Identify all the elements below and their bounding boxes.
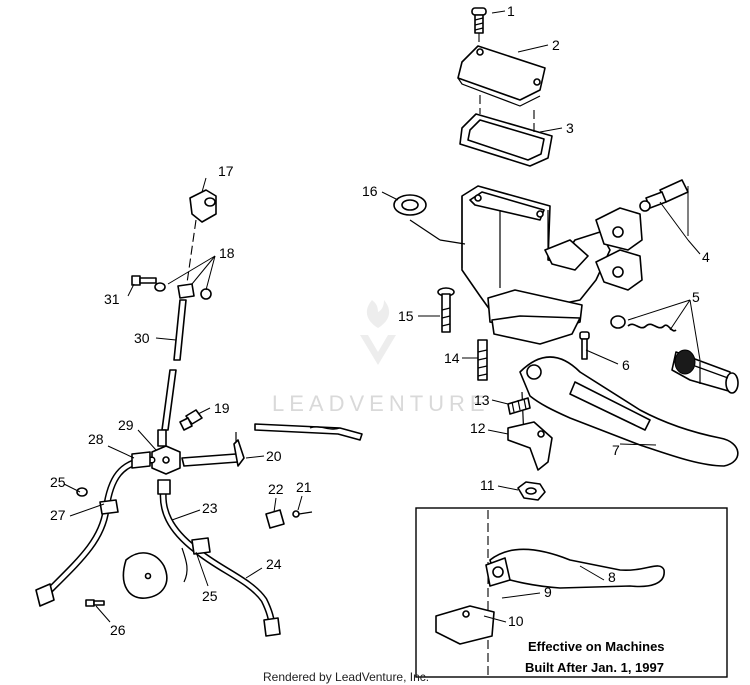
callout-4: 4 — [702, 249, 710, 265]
callout-5: 5 — [692, 289, 700, 305]
part-31-bolt — [131, 275, 157, 286]
part-12-pad — [507, 421, 553, 471]
part-5-switch — [610, 315, 739, 394]
callout-25-left: 25 — [50, 474, 66, 490]
callout-21: 21 — [296, 479, 312, 495]
part-19-fitting — [179, 409, 203, 431]
part-6-pin — [579, 331, 590, 360]
leader-lines — [63, 10, 701, 623]
part-11-nut — [517, 481, 546, 501]
part-4-clamp — [595, 179, 689, 291]
callout-25-right: 25 — [202, 588, 218, 604]
inset-caption-line1: Effective on Machines — [528, 639, 665, 654]
callout-9: 9 — [544, 584, 552, 600]
part-3-diaphragm — [459, 95, 553, 167]
footer-credit: Rendered by LeadVenture, Inc. — [263, 670, 429, 684]
watermark-logo — [360, 300, 396, 365]
part-26-screw — [85, 599, 105, 607]
part-20-brake-line — [181, 423, 363, 467]
callout-7: 7 — [612, 442, 620, 458]
part-18-washers — [154, 282, 212, 300]
callout-11: 11 — [480, 477, 495, 493]
inset-pad — [435, 605, 495, 645]
part-13-spring — [507, 397, 531, 415]
inset-caption-line2: Built After Jan. 1, 1997 — [525, 660, 664, 675]
callout-30: 30 — [134, 330, 150, 346]
callout-23: 23 — [202, 500, 218, 516]
callouts: 1 2 3 4 5 6 7 8 9 10 11 12 13 14 15 16 1… — [50, 3, 710, 638]
part-7-lever — [519, 356, 739, 467]
inset-frame — [415, 507, 728, 678]
part-29-junction — [151, 429, 181, 475]
callout-20: 20 — [266, 448, 282, 464]
watermark-text: LEADVENTURE — [272, 391, 490, 416]
callout-1: 1 — [507, 3, 515, 19]
part-14-bolt — [477, 339, 488, 381]
part-2-cover — [457, 45, 546, 107]
inset-lever — [485, 548, 665, 589]
part-22-21-clip — [265, 509, 313, 529]
callout-29: 29 — [118, 417, 134, 433]
part-27-28-hose-left — [35, 451, 156, 607]
callout-27: 27 — [50, 507, 66, 523]
callout-13: 13 — [474, 392, 490, 408]
part-23-24-hose-right — [157, 479, 281, 637]
callout-15: 15 — [398, 308, 414, 324]
hose-clip-plate — [122, 552, 168, 599]
callout-12: 12 — [470, 420, 486, 436]
callout-14: 14 — [444, 350, 460, 366]
callout-18: 18 — [219, 245, 235, 261]
part-1-screw — [471, 7, 487, 50]
callout-22: 22 — [268, 481, 284, 497]
callout-2: 2 — [552, 37, 560, 53]
callout-17: 17 — [218, 163, 234, 179]
callout-3: 3 — [566, 120, 574, 136]
part-17-tee — [185, 189, 217, 291]
part-15-bolt — [437, 287, 455, 333]
callout-8: 8 — [608, 569, 616, 585]
callout-16: 16 — [362, 183, 378, 199]
callout-6: 6 — [622, 357, 630, 373]
callout-10: 10 — [508, 613, 524, 629]
callout-28: 28 — [88, 431, 104, 447]
part-30-brake-line — [161, 299, 187, 431]
master-cylinder-body — [409, 185, 611, 345]
callout-24: 24 — [266, 556, 282, 572]
part-16-seal — [393, 194, 427, 216]
callout-19: 19 — [214, 400, 230, 416]
callout-26: 26 — [110, 622, 126, 638]
callout-31: 31 — [104, 291, 120, 307]
